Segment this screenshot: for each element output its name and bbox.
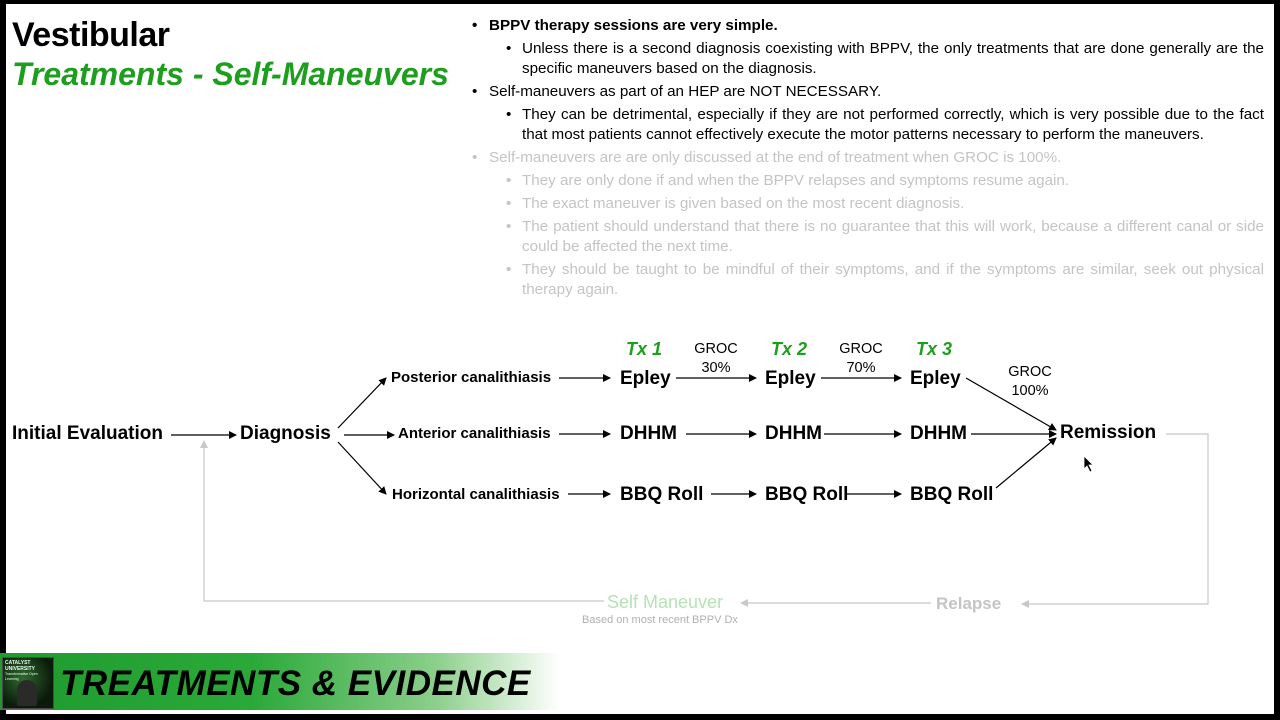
bullet-item: BPPV therapy sessions are very simple. bbox=[472, 16, 1264, 36]
horizontal-canal-node: Horizontal canalithiasis bbox=[392, 486, 560, 503]
epley-node: Epley bbox=[910, 368, 961, 389]
posterior-canal-node: Posterior canalithiasis bbox=[391, 369, 552, 386]
tx-label: Tx 3 bbox=[916, 339, 953, 359]
groc-value: 30% bbox=[701, 360, 731, 376]
groc-title: GROC bbox=[1008, 364, 1052, 380]
remission-node: Remission bbox=[1060, 422, 1157, 443]
diagnosis-node: Diagnosis bbox=[240, 423, 331, 444]
epley-node: Epley bbox=[765, 368, 816, 389]
slide: Vestibular Treatments - Self-Maneuvers B… bbox=[6, 4, 1274, 714]
dhhm-node: DHHM bbox=[910, 423, 967, 444]
groc-title: GROC bbox=[839, 341, 883, 357]
arrow bbox=[337, 441, 387, 495]
bullet-item-faded: Self-maneuvers are are only discussed at… bbox=[472, 148, 1264, 168]
bullet-subitem: They can be detrimental, especially if t… bbox=[472, 105, 1264, 145]
flow-arrows bbox=[171, 374, 1209, 608]
bbq-roll-node: BBQ Roll bbox=[620, 484, 704, 505]
bullet-item: Self-maneuvers as part of an HEP are NOT… bbox=[472, 82, 1264, 102]
tx-label: Tx 1 bbox=[626, 339, 663, 359]
initial-evaluation-node: Initial Evaluation bbox=[12, 423, 163, 444]
presenter-avatar bbox=[17, 680, 37, 706]
bbq-roll-node: BBQ Roll bbox=[765, 484, 849, 505]
treatment-flow-diagram: Initial Evaluation Diagnosis Posterior c… bbox=[6, 4, 1274, 714]
banner-title: TREATMENTS & EVIDENCE bbox=[60, 664, 531, 703]
groc-label: GROC 30% bbox=[690, 340, 742, 378]
bullet-subitem-faded: The patient should understand that there… bbox=[472, 217, 1264, 257]
bullet-subitem-faded: They should be taught to be mindful of t… bbox=[472, 260, 1264, 300]
relapse-loop-line bbox=[1021, 433, 1209, 608]
slide-title: Vestibular bbox=[12, 16, 170, 54]
anterior-canal-node: Anterior canalithiasis bbox=[398, 425, 551, 442]
dhhm-node: DHHM bbox=[620, 423, 677, 444]
bullet-subitem-faded: They are only done if and when the BPPV … bbox=[472, 171, 1264, 191]
self-maneuver-caption: Based on most recent BPPV Dx bbox=[582, 614, 738, 626]
self-to-diagnosis-line bbox=[200, 440, 604, 602]
groc-value: 70% bbox=[846, 360, 876, 376]
self-maneuver-node: Self Maneuver bbox=[607, 592, 724, 612]
groc-title: GROC bbox=[694, 341, 738, 357]
footer-banner bbox=[0, 653, 560, 710]
relapse-node: Relapse bbox=[936, 594, 1002, 613]
groc-value: 100% bbox=[1011, 383, 1049, 399]
arrow bbox=[337, 377, 387, 429]
catalyst-university-logo: CATALYST UNIVERSITY Transformative Open … bbox=[2, 657, 54, 709]
arrow bbox=[965, 377, 1057, 431]
arrow bbox=[995, 437, 1057, 489]
bullet-subitem: Unless there is a second diagnosis coexi… bbox=[472, 39, 1264, 79]
epley-node: Epley bbox=[620, 368, 671, 389]
groc-label: GROC 100% bbox=[1004, 363, 1056, 401]
bullet-subitem-faded: The exact maneuver is given based on the… bbox=[472, 194, 1264, 214]
logo-text: CATALYST UNIVERSITY Transformative Open … bbox=[5, 660, 38, 681]
mouse-cursor-icon bbox=[1083, 455, 1094, 473]
bbq-roll-node: BBQ Roll bbox=[910, 484, 994, 505]
bullet-list: BPPV therapy sessions are very simple. U… bbox=[472, 16, 1264, 303]
groc-label: GROC 70% bbox=[835, 340, 887, 378]
tx-label: Tx 2 bbox=[771, 339, 808, 359]
slide-subtitle: Treatments - Self-Maneuvers bbox=[12, 56, 449, 92]
dhhm-node: DHHM bbox=[765, 423, 822, 444]
